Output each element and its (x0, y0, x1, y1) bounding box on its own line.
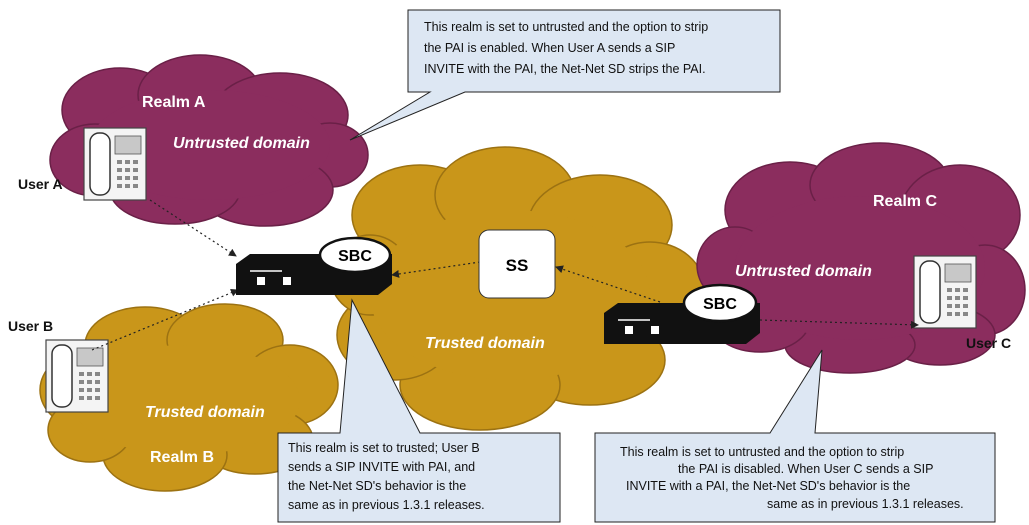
phone-user-b-icon (45, 339, 109, 413)
sbc-left-device: SBC (236, 236, 392, 295)
callout-top-line-3: INVITE with the PAI, the Net-Net SD stri… (424, 62, 706, 76)
phone-user-c-icon (913, 255, 977, 329)
callout-bottom-right-line-2: the PAI is disabled. When User C sends a… (678, 462, 933, 476)
realm-a-domain: Untrusted domain (173, 135, 310, 152)
callout-top-line-1: This realm is set to untrusted and the o… (424, 20, 708, 34)
callout-top: This realm is set to untrusted and the o… (349, 9, 781, 141)
signal-arrows (91, 199, 919, 351)
user-b-label: User B (8, 318, 53, 334)
arrow-user-b-to-sbc (91, 288, 239, 351)
callout-bottom-left: This realm is set to trusted; User B sen… (277, 298, 561, 523)
arrow-sbc-c-to-user-c (759, 319, 919, 329)
realm-c-domain: Untrusted domain (735, 263, 872, 280)
callout-top-line-2: the PAI is enabled. When User A sends a … (424, 41, 675, 55)
arrow-user-a-to-sbc (149, 199, 237, 257)
realm-a-title: Realm A (142, 94, 206, 111)
softswitch-label: SS (506, 256, 529, 275)
sbc-left-label: SBC (338, 248, 372, 265)
callout-bottom-left-line-1: This realm is set to trusted; User B (288, 441, 480, 455)
callout-bottom-right-line-4: same as in previous 1.3.1 releases. (767, 497, 964, 511)
sbc-right-device: SBC (604, 283, 760, 344)
softswitch-box: SS (478, 229, 556, 299)
realm-b-domain: Trusted domain (145, 404, 265, 421)
realm-b-title: Realm B (150, 449, 214, 466)
callout-bottom-left-line-4: same as in previous 1.3.1 releases. (288, 498, 485, 512)
realm-c-title: Realm C (873, 193, 937, 210)
phone-user-a-icon (83, 127, 147, 201)
callout-bottom-right-line-1: This realm is set to untrusted and the o… (620, 445, 904, 459)
callout-bottom-right-line-3: INVITE with a PAI, the Net-Net SD's beha… (626, 479, 910, 493)
arrow-sbc-c-to-ss (555, 265, 661, 303)
core-domain: Trusted domain (425, 335, 545, 352)
sbc-right-label: SBC (703, 296, 737, 313)
callout-bottom-left-line-3: the Net-Net SD's behavior is the (288, 479, 466, 493)
callout-bottom-right: This realm is set to untrusted and the o… (594, 349, 996, 523)
user-c-label: User C (966, 335, 1011, 351)
callout-bottom-left-line-2: sends a SIP INVITE with PAI, and (288, 460, 475, 474)
user-a-label: User A (18, 176, 63, 192)
